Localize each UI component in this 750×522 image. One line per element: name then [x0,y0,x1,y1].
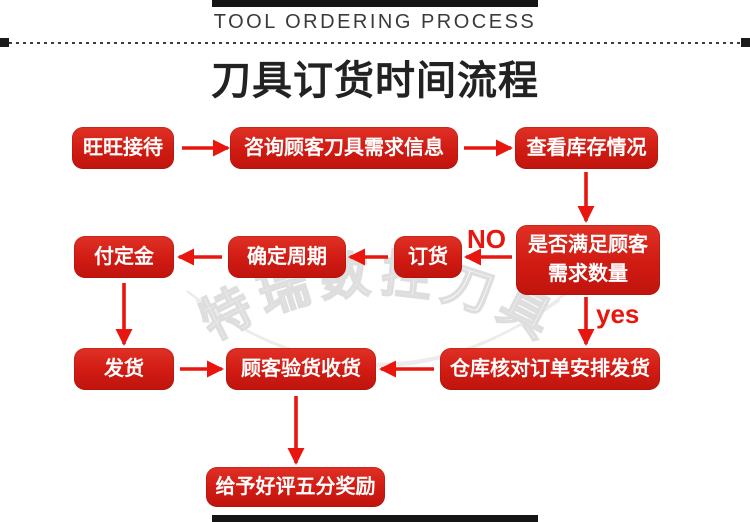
node-label: 旺旺接待 [83,136,163,159]
flow-node-ship-goods: 发货 [74,348,174,390]
node-label: 发货 [104,357,144,380]
flow-node-customer-inspect: 顾客验货收货 [226,348,376,390]
separator-square-right [741,38,750,47]
flow-node-decision-stock: 是否满足顾客 需求数量 [516,225,660,295]
node-label: 是否满足顾客 需求数量 [528,234,648,285]
node-label: 确定周期 [247,245,327,268]
top-black-bar [212,0,538,7]
node-label: 付定金 [94,245,154,268]
edge-label-no: NO [467,224,506,254]
edge-label-yes: yes [596,299,640,329]
node-label: 订货 [408,245,448,268]
flow-node-place-order: 订货 [394,236,462,278]
english-title: TOOL ORDERING PROCESS [213,11,537,33]
page-title: 刀具订货时间流程 [211,59,539,103]
flow-node-inquiry-needs: 咨询顾客刀具需求信息 [230,127,458,169]
node-label: 仓库核对订单安排发货 [450,357,650,380]
flow-node-wangwang-reception: 旺旺接待 [72,127,174,169]
node-label: 给予好评五分奖励 [215,475,376,498]
separator-square-left [0,38,9,47]
dashed-separator [9,42,741,44]
flow-node-pay-deposit: 付定金 [74,236,174,278]
flow-node-warehouse-arrange: 仓库核对订单安排发货 [440,348,660,390]
node-label: 查看库存情况 [526,136,647,159]
bottom-black-bar [212,515,538,522]
flow-node-good-review-reward: 给予好评五分奖励 [206,467,385,507]
flow-node-check-stock: 查看库存情况 [515,127,658,169]
node-label: 顾客验货收货 [241,357,361,380]
node-label: 咨询顾客刀具需求信息 [244,136,444,159]
flow-node-confirm-cycle: 确定周期 [228,236,346,278]
